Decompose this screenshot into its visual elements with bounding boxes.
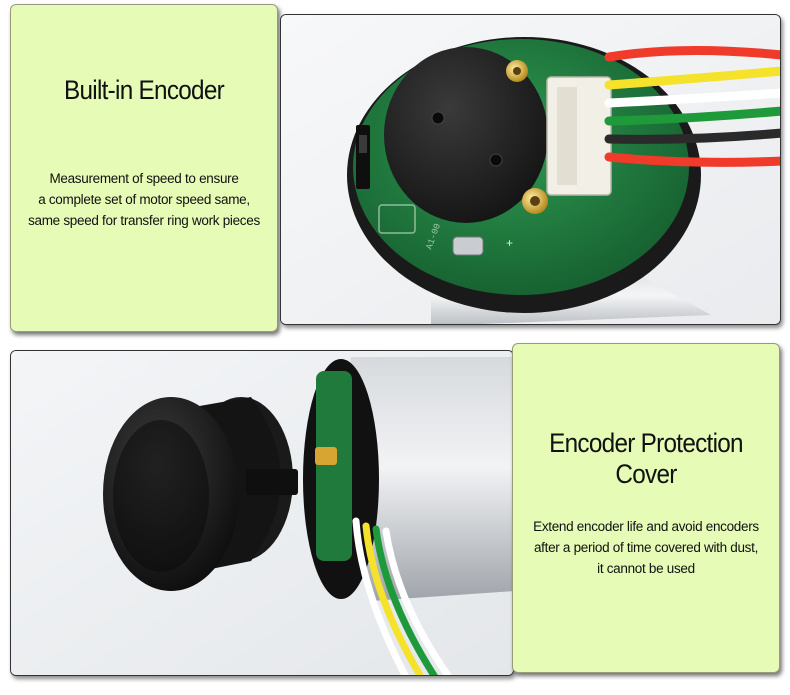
wire-connector <box>546 76 612 196</box>
description-line: Extend encoder life and avoid encoders <box>533 519 759 534</box>
built-in-encoder-panel: Built-in Encoder Measurement of speed to… <box>10 4 278 332</box>
svg-text:+: + <box>506 236 513 250</box>
panel-description: Measurement of speed to ensure a complet… <box>17 168 271 231</box>
encoder-board-photo: A1-00 + <box>280 14 781 325</box>
protection-cover-panel: Encoder Protection Cover Extend encoder … <box>512 343 780 673</box>
panel-title: Built-in Encoder <box>63 75 225 105</box>
encoder-cover-illustration <box>11 351 513 675</box>
description-line: it cannot be used <box>597 561 695 576</box>
hall-sensor <box>356 125 370 189</box>
pcb-edge <box>316 371 352 561</box>
description-line: after a period of time covered with dust… <box>533 540 759 555</box>
encoder-wires <box>352 517 452 675</box>
magnetic-disc <box>384 47 548 223</box>
encoder-wires <box>604 45 780 167</box>
description-line: a complete set of motor speed same, <box>38 192 250 207</box>
encoder-board-illustration: A1-00 + <box>281 15 780 324</box>
panel-title: Encoder Protection Cover <box>549 428 743 489</box>
description-line: same speed for transfer ring work pieces <box>28 213 260 228</box>
panel-description: Extend encoder life and avoid encoders a… <box>519 516 773 579</box>
description-line: Measurement of speed to ensure <box>49 171 239 186</box>
encoder-cover-photo <box>10 350 514 676</box>
